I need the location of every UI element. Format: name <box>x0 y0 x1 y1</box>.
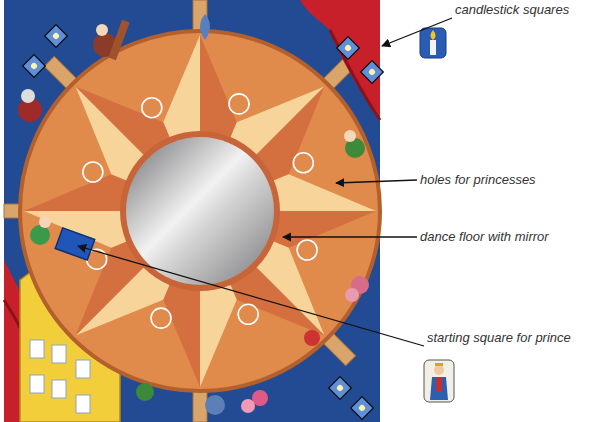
posts <box>4 0 380 422</box>
candlestick-square <box>337 37 360 60</box>
callout-label: candlestick squares <box>455 2 569 18</box>
guest-figures <box>18 14 369 415</box>
board-ground <box>4 0 380 422</box>
princess-hole <box>151 308 171 328</box>
eight-point-star <box>24 35 376 387</box>
round-table <box>20 31 380 391</box>
princess-hole <box>229 94 249 114</box>
candlestick-square <box>329 377 352 400</box>
princess-hole <box>142 98 162 118</box>
candlestick-squares <box>23 25 384 420</box>
candlestick-square <box>351 397 374 420</box>
princess-hole <box>297 240 317 260</box>
princess-hole <box>293 153 313 173</box>
leader-lines <box>78 18 452 346</box>
prince-icon <box>424 360 454 402</box>
princess-hole <box>238 304 258 324</box>
mirror-rim <box>120 131 280 291</box>
callout-label: holes for princesses <box>420 172 536 188</box>
callout-label: dance floor with mirror <box>420 229 549 245</box>
candlestick-square <box>45 25 68 48</box>
candle-icon <box>420 28 446 58</box>
dance-floor-mirror <box>126 137 274 285</box>
princess-hole <box>83 162 103 182</box>
candlestick-square <box>23 55 46 78</box>
callout-label: starting square for prince <box>427 330 571 346</box>
princess-holes <box>83 94 317 328</box>
candlestick-square <box>361 61 384 84</box>
prince-start-square <box>55 228 94 260</box>
windows <box>30 340 90 413</box>
